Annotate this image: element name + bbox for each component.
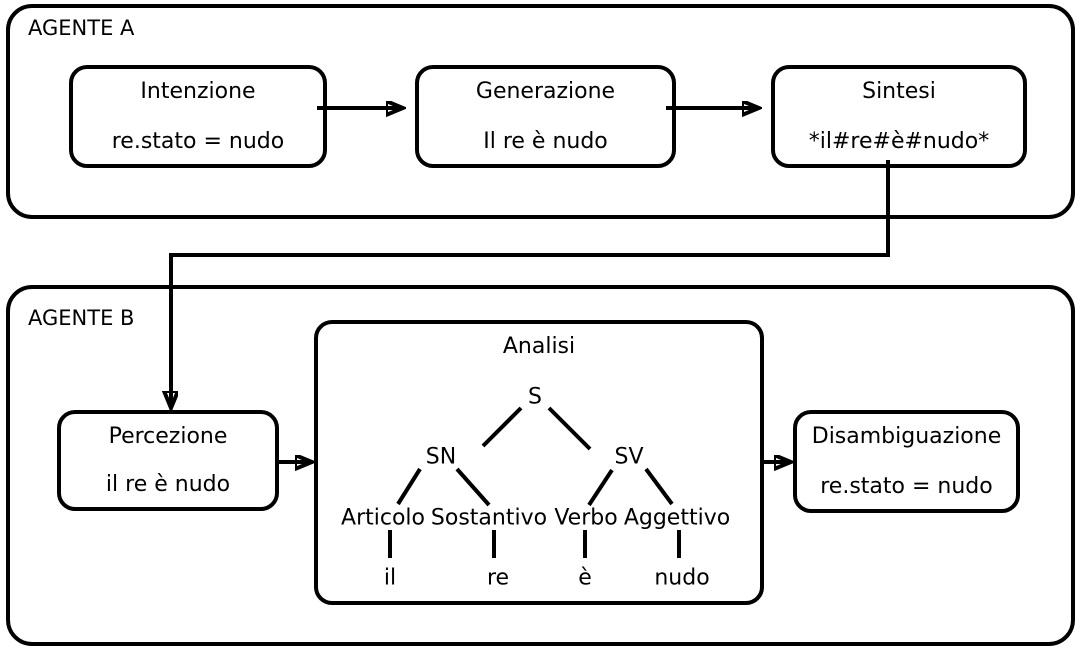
disambiguazione-content: re.stato = nudo xyxy=(820,473,993,499)
tree-cat-sostantivo: Sostantivo xyxy=(430,505,548,531)
agent-a-container: AGENTE A Intenzione re.stato = nudo Gene… xyxy=(6,4,1075,219)
generazione-title: Generazione xyxy=(475,79,616,104)
tree-node-sv: SV xyxy=(614,444,644,470)
tree-term-nudo: nudo xyxy=(654,565,710,591)
tree-cat-articolo: Articolo xyxy=(341,505,425,531)
tree-term-il: il xyxy=(383,565,397,591)
tree-node-s: S xyxy=(528,384,542,410)
intenzione-title: Intenzione xyxy=(140,79,256,104)
disambiguazione-box: Disambiguazione re.stato = nudo xyxy=(793,410,1020,513)
tree-cat-verbo: Verbo xyxy=(554,505,618,531)
sintesi-title: Sintesi xyxy=(862,79,936,104)
analisi-title: Analisi xyxy=(502,334,576,359)
sintesi-content: *il#re#è#nudo* xyxy=(808,128,990,154)
percezione-title: Percezione xyxy=(108,424,228,449)
percezione-content: il re è nudo xyxy=(105,471,231,497)
sintesi-box: Sintesi *il#re#è#nudo* xyxy=(771,65,1027,168)
tree-cat-aggettivo: Aggettivo xyxy=(623,505,731,531)
agent-b-label: AGENTE B xyxy=(28,306,135,330)
intenzione-content: re.stato = nudo xyxy=(111,128,285,154)
intenzione-box: Intenzione re.stato = nudo xyxy=(69,65,327,168)
percezione-box: Percezione il re è nudo xyxy=(57,410,279,511)
analisi-box: Analisi xyxy=(314,320,764,605)
generazione-box: Generazione Il re è nudo xyxy=(415,65,676,168)
generazione-content: Il re è nudo xyxy=(483,128,608,154)
tree-node-sn: SN xyxy=(425,444,457,470)
tree-term-re: re xyxy=(486,565,510,591)
agent-a-label: AGENTE A xyxy=(28,16,135,40)
tree-term-e: è xyxy=(578,565,592,591)
disambiguazione-title: Disambiguazione xyxy=(811,424,1002,449)
